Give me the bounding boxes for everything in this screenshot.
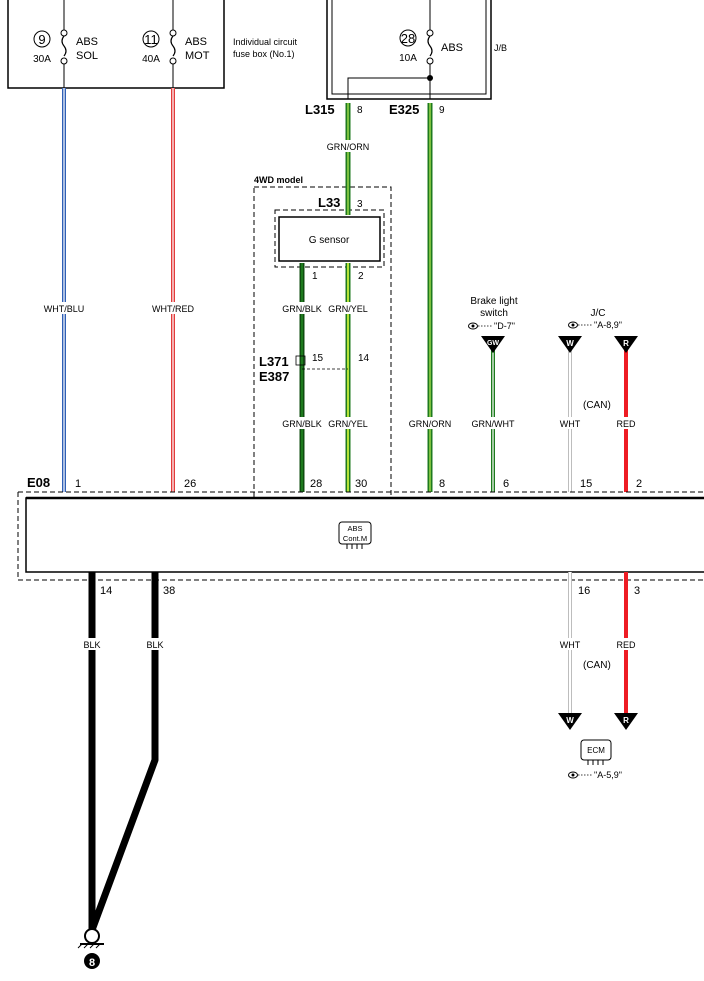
wire-label-grn-yel-2: GRN/YEL xyxy=(328,419,368,429)
wire-label-wht-1: WHT xyxy=(560,419,581,429)
e08-pin-6: 6 xyxy=(503,478,509,490)
brake-light-switch-ref: Brake light switch "D-7" GW xyxy=(468,296,518,353)
wire-label-wht-red: WHT/RED xyxy=(152,304,194,314)
g-sensor-pin-2: 2 xyxy=(358,271,364,282)
wire-label-grn-yel-1: GRN/YEL xyxy=(328,304,368,314)
connector-code-r-bottom: R xyxy=(623,716,629,725)
ecm-ref: "A-5,9" xyxy=(594,770,622,780)
g-sensor-label: G sensor xyxy=(309,235,350,246)
bottom-pin-38: 38 xyxy=(163,585,175,597)
individual-fuse-box: 9 30A ABS SOL 11 40A ABS MOT Individual … xyxy=(7,0,298,89)
wire-label-grn-blk-1: GRN/BLK xyxy=(282,304,322,314)
eye-icon xyxy=(468,322,478,330)
wire-label-blk-1: BLK xyxy=(83,640,100,650)
wire-label-grn-orn-top: GRN/ORN xyxy=(327,142,370,152)
connector-l315: L315 xyxy=(305,102,335,117)
e08-pin-15: 15 xyxy=(580,478,592,490)
can-label-top: (CAN) xyxy=(583,400,611,411)
connector-l371-symbol xyxy=(295,355,306,366)
fuse-28-amp: 10A xyxy=(399,53,417,64)
abs-unit-line2: Cont.M xyxy=(343,534,367,543)
connector-e325-pin: 9 xyxy=(439,105,445,116)
g-sensor-pin-1: 1 xyxy=(312,271,318,282)
e08-pin-26: 26 xyxy=(184,478,196,490)
g-sensor-outline xyxy=(274,209,385,268)
wire-label-wht-blu: WHT/BLU xyxy=(44,304,85,314)
fuse-11-number: 11 xyxy=(144,32,158,47)
connector-e325: E325 xyxy=(389,102,419,117)
fuse-28-number: 28 xyxy=(401,31,415,46)
connector-code-gw: GW xyxy=(487,340,499,347)
wire-label-red-1: RED xyxy=(616,419,636,429)
connector-l371: L371 xyxy=(259,354,289,369)
eye-icon xyxy=(568,771,578,779)
jb-label: J/B xyxy=(494,43,507,53)
connector-triangle-w-bottom xyxy=(558,713,582,730)
connector-l33-pin: 3 xyxy=(357,199,363,210)
wire-blk-38 xyxy=(88,572,159,932)
connector-triangle-r-top xyxy=(614,336,638,353)
fuse-11-amp: 40A xyxy=(142,54,160,65)
eye-icon xyxy=(568,321,578,329)
junction-block: 28 10A ABS J/B xyxy=(326,0,507,100)
fuse-11-name2: MOT xyxy=(185,50,210,62)
brake-switch-label-2: switch xyxy=(480,308,508,319)
wire-label-red-2: RED xyxy=(616,640,636,650)
e08-pin-8: 8 xyxy=(439,478,445,490)
jc-ref-text: "A-8,9" xyxy=(594,320,622,330)
e08-pin-30: 30 xyxy=(355,478,367,490)
wire-label-grn-blk-2: GRN/BLK xyxy=(282,419,322,429)
jc-label: J/C xyxy=(591,308,606,319)
brake-switch-ref: "D-7" xyxy=(494,321,515,331)
can-label-bottom: (CAN) xyxy=(583,660,611,671)
fuse-28-name: ABS xyxy=(441,42,463,54)
e08-pin-28: 28 xyxy=(310,478,322,490)
ground-number: 8 xyxy=(89,957,95,969)
fuse-box-label-1: Individual circuit xyxy=(233,37,298,47)
connector-code-w-bottom: W xyxy=(566,716,574,725)
connector-l371-pin-15: 15 xyxy=(312,353,324,364)
wire-label-grn-wht: GRN/WHT xyxy=(472,419,515,429)
wire-label-grn-orn: GRN/ORN xyxy=(409,419,452,429)
connector-code-r-top: R xyxy=(623,339,629,348)
connector-l315-pin: 8 xyxy=(357,105,363,116)
bottom-pin-14: 14 xyxy=(100,585,112,597)
ground-icon: 8 xyxy=(77,928,104,969)
wire-label-blk-2: BLK xyxy=(146,640,163,650)
fuse-11-name1: ABS xyxy=(185,36,207,48)
brake-switch-label-1: Brake light xyxy=(470,296,517,307)
ecm-icon: ECM xyxy=(580,739,612,765)
e08-pin-1: 1 xyxy=(75,478,81,490)
connector-triangle-w-top xyxy=(558,336,582,353)
ecm-label: ECM xyxy=(587,746,605,755)
bottom-pin-3: 3 xyxy=(634,585,640,597)
jc-ref: J/C "A-8,9" W R xyxy=(558,308,638,353)
e08-pin-2: 2 xyxy=(636,478,642,490)
connector-e08: E08 xyxy=(27,475,50,490)
abs-unit-line1: ABS xyxy=(347,524,362,533)
fuse-9-name2: SOL xyxy=(76,50,98,62)
connector-triangle-gw xyxy=(481,336,505,353)
g-sensor xyxy=(278,216,381,262)
abs-cont-m-icon: ABS Cont.M xyxy=(338,521,372,549)
fuse-9-name1: ABS xyxy=(76,36,98,48)
connector-l33: L33 xyxy=(318,195,340,210)
wire-label-wht-2: WHT xyxy=(560,640,581,650)
connector-l371-pin-14: 14 xyxy=(358,353,370,364)
connector-triangle-r-bottom xyxy=(614,713,638,730)
4wd-model-label: 4WD model xyxy=(254,175,303,185)
fuse-9-number: 9 xyxy=(38,32,45,47)
fuse-9-amp: 30A xyxy=(33,54,51,65)
connector-code-w-top: W xyxy=(566,339,574,348)
fuse-box-label-2: fuse box (No.1) xyxy=(233,49,295,59)
bottom-pin-16: 16 xyxy=(578,585,590,597)
connector-e387: E387 xyxy=(259,369,289,384)
